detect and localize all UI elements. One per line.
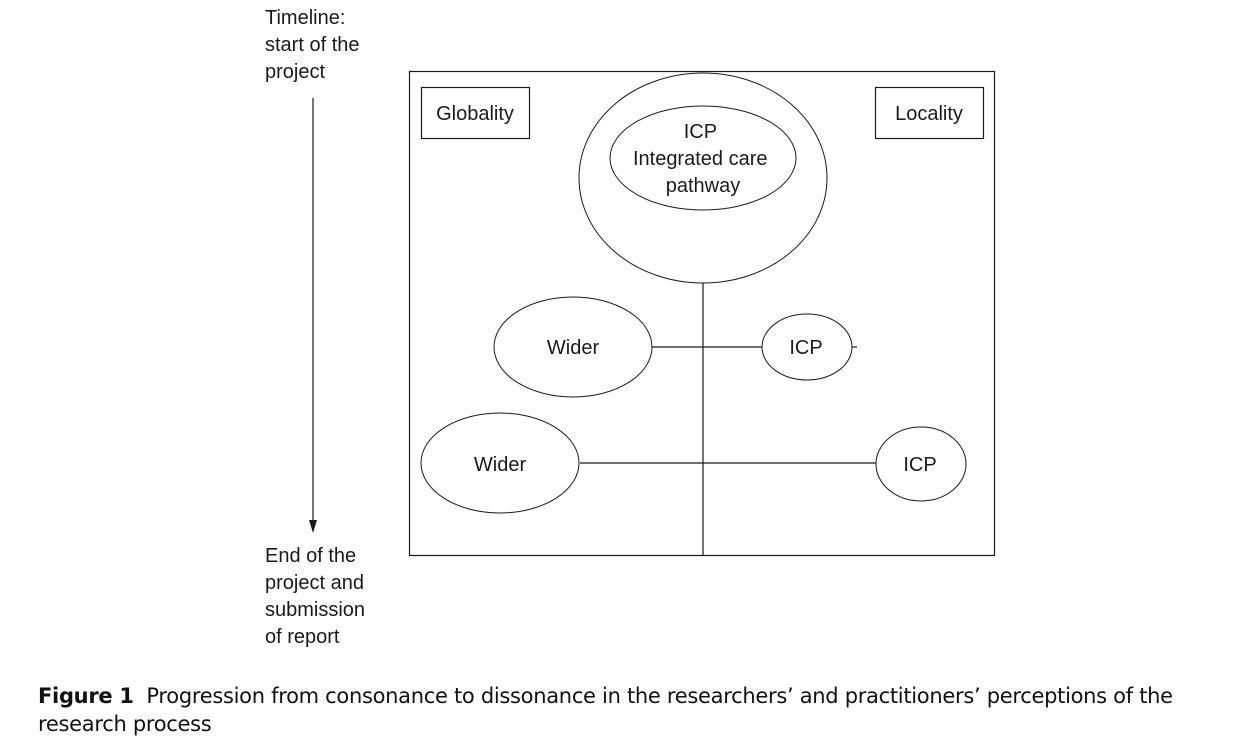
globality-box bbox=[420, 86, 531, 140]
wider-label-bottom: Wider bbox=[474, 454, 527, 476]
timeline-start-label: Timeline: start of the project bbox=[265, 7, 365, 83]
top-node-label: ICP Integrated care pathway bbox=[633, 121, 773, 197]
locality-box bbox=[874, 86, 985, 140]
icp-label-bottom: ICP bbox=[903, 454, 936, 476]
wider-ellipse-bottom bbox=[420, 412, 580, 514]
outer-circle bbox=[578, 72, 828, 284]
locality-label: Locality bbox=[895, 103, 963, 125]
caption-text: Progression from consonance to dissonanc… bbox=[38, 684, 1173, 736]
globality-label: Globality bbox=[436, 103, 514, 125]
diagram: Timeline: start of the project End of th… bbox=[265, 7, 996, 648]
caption-label: Figure 1 bbox=[38, 684, 134, 708]
wider-label-middle: Wider bbox=[547, 337, 600, 359]
timeline-end-label: End of the project and submission of rep… bbox=[265, 545, 371, 648]
icp-circle-bottom bbox=[875, 426, 967, 502]
outer-frame bbox=[408, 70, 996, 557]
icp-label-middle: ICP bbox=[789, 337, 822, 359]
figure-caption: Figure 1 Progression from consonance to … bbox=[38, 682, 1228, 738]
icp-inner-ellipse bbox=[609, 105, 797, 211]
icp-circle-middle bbox=[761, 313, 853, 381]
wider-ellipse-middle bbox=[493, 296, 653, 398]
timeline-arrowhead-icon bbox=[309, 520, 317, 533]
